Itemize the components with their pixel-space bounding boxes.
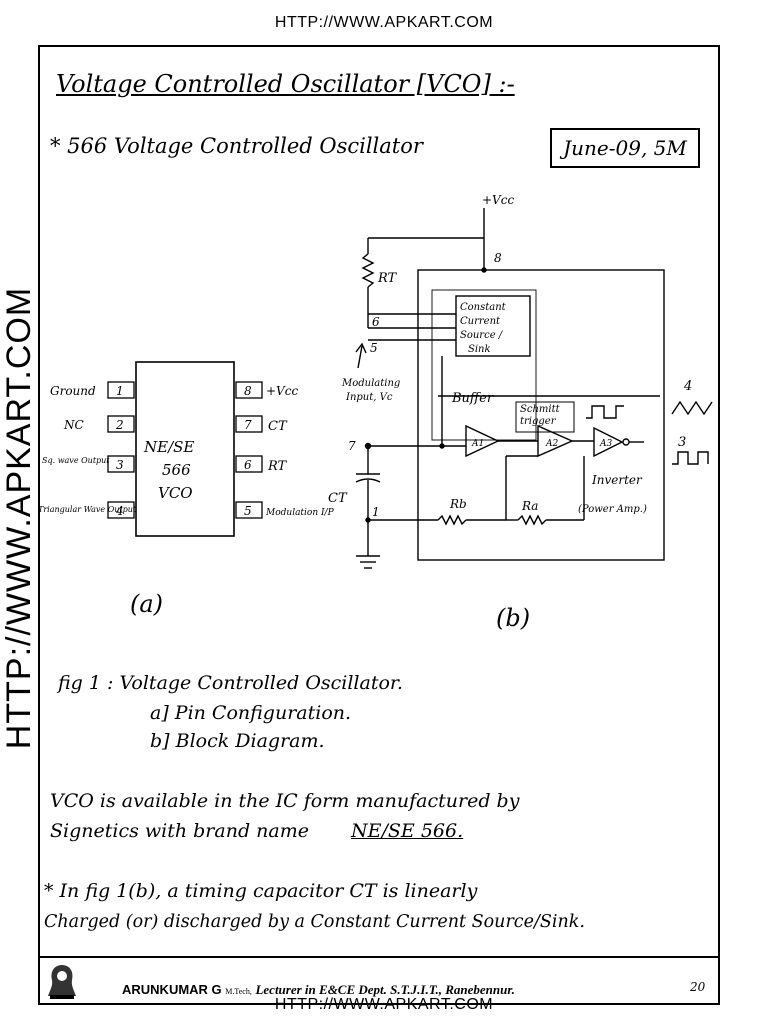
page-number: 20 xyxy=(690,980,706,994)
right-pin-6: 6 RT xyxy=(235,455,288,474)
svg-text:6: 6 xyxy=(372,315,380,329)
svg-text:Modulation I/P: Modulation I/P xyxy=(265,508,335,518)
svg-text:Sink: Sink xyxy=(468,344,491,355)
inverter-label: Inverter xyxy=(591,473,643,487)
svg-text:4: 4 xyxy=(683,379,692,394)
ra-label: Ra xyxy=(521,499,538,513)
current-source-box xyxy=(455,295,531,357)
ct-label: CT xyxy=(328,491,348,506)
author-role: Lecturer in E&CE Dept. S.T.J.I.T., Raneb… xyxy=(255,982,515,997)
vco-figure: NE/SE 566 VCO 1 Ground 2 NC 3 Sq. wave O… xyxy=(38,193,713,632)
svg-text:7: 7 xyxy=(348,439,356,453)
modulating-label: Modulating xyxy=(341,378,400,389)
svg-text:4: 4 xyxy=(115,504,124,518)
author-name: ARUNKUMAR G xyxy=(122,982,222,997)
svg-text:RT: RT xyxy=(267,459,288,474)
svg-text:5: 5 xyxy=(244,504,252,518)
left-pin-4: 4 Triangular Wave Output xyxy=(38,501,137,519)
figure-caption-line-1: fig 1 : Voltage Controlled Oscillator. xyxy=(58,672,403,694)
svg-text:1: 1 xyxy=(372,505,380,519)
ic-brand-name: NE/SE 566. xyxy=(351,820,464,842)
chip-label-line-1: NE/SE xyxy=(143,438,194,456)
svg-text:CT: CT xyxy=(268,419,288,434)
svg-text:6: 6 xyxy=(244,458,252,472)
chip-label-line-2: 566 xyxy=(162,461,191,479)
footer-credit: ARUNKUMAR G M.Tech, Lecturer in E&CE Dep… xyxy=(122,982,515,998)
figure-caption-line-3: b] Block Diagram. xyxy=(150,730,325,752)
svg-text:Sq. wave Output: Sq. wave Output xyxy=(42,456,110,465)
left-pin-3: 3 Sq. wave Output xyxy=(42,455,135,473)
svg-text:3: 3 xyxy=(116,458,124,472)
page-title: Voltage Controlled Oscillator [VCO] :- xyxy=(56,70,515,98)
right-pin-5: 5 Modulation I/P xyxy=(235,501,335,519)
svg-text:(Power Amp.): (Power Amp.) xyxy=(578,504,647,515)
svg-text:8: 8 xyxy=(244,384,252,398)
paragraph-1-line-1: VCO is available in the IC form manufact… xyxy=(50,790,520,812)
svg-text:7: 7 xyxy=(244,418,252,432)
block-diagram xyxy=(355,208,713,569)
figure-caption-line-2: a] Pin Configuration. xyxy=(150,702,352,724)
svg-text:Ground: Ground xyxy=(50,384,96,398)
ic-chip-outline xyxy=(135,361,235,537)
svg-text:2: 2 xyxy=(115,418,124,432)
right-pin-7: 7 CT xyxy=(235,415,288,434)
left-pin-1: 1 Ground xyxy=(50,381,135,399)
ic-block-outline xyxy=(417,269,665,561)
right-pin-8: 8 +Vcc xyxy=(235,381,298,399)
block-diagram-labels: +Vcc RT CT Constant Current Source / Sin… xyxy=(328,193,692,632)
svg-text:Input, Vc: Input, Vc xyxy=(345,392,393,403)
svg-text:+Vcc: +Vcc xyxy=(266,384,298,398)
rt-label: RT xyxy=(377,271,398,286)
paragraph-2-line-2: Charged (or) discharged by a Constant Cu… xyxy=(44,912,585,932)
institution-logo-icon xyxy=(48,965,76,999)
paragraph-2-line-1: * In fig 1(b), a timing capacitor CT is … xyxy=(44,880,478,902)
svg-text:Triangular Wave Output: Triangular Wave Output xyxy=(38,505,137,514)
pin-configuration-diagram: NE/SE 566 VCO 1 Ground 2 NC 3 Sq. wave O… xyxy=(38,361,335,618)
svg-text:Source /: Source / xyxy=(460,330,504,341)
paragraph-1-line-2: Signetics with brand name NE/SE 566. xyxy=(50,820,464,842)
exam-date-tag: June-09, 5M xyxy=(550,128,700,168)
left-pin-2: 2 NC xyxy=(63,415,135,433)
a3-label: A3 xyxy=(599,439,612,449)
section-subtitle: * 566 Voltage Controlled Oscillator xyxy=(50,134,423,158)
svg-text:Current: Current xyxy=(460,316,501,327)
rb-label: Rb xyxy=(449,497,467,511)
header-url: HTTP://WWW.APKART.COM xyxy=(274,14,494,31)
a1-label: A1 xyxy=(471,439,484,449)
svg-text:8: 8 xyxy=(494,251,502,265)
svg-text:Constant: Constant xyxy=(460,302,507,313)
svg-text:5: 5 xyxy=(370,341,378,355)
svg-text:1: 1 xyxy=(116,384,124,398)
schmitt-label: Schmitt xyxy=(520,404,561,415)
caption-b: (b) xyxy=(496,604,530,632)
footer-url: HTTP://WWW.APKART.COM xyxy=(274,996,494,1013)
caption-a: (a) xyxy=(130,590,163,618)
footer-divider xyxy=(40,956,718,958)
svg-text:trigger: trigger xyxy=(520,416,557,427)
svg-text:NC: NC xyxy=(63,418,84,432)
chip-label-line-3: VCO xyxy=(158,484,193,502)
vcc-label: +Vcc xyxy=(482,193,514,207)
svg-text:3: 3 xyxy=(678,435,686,450)
a2-label: A2 xyxy=(545,439,558,449)
author-degree: M.Tech, xyxy=(225,987,252,996)
page-frame xyxy=(38,45,720,1005)
buffer-label: Buffer xyxy=(451,391,494,406)
